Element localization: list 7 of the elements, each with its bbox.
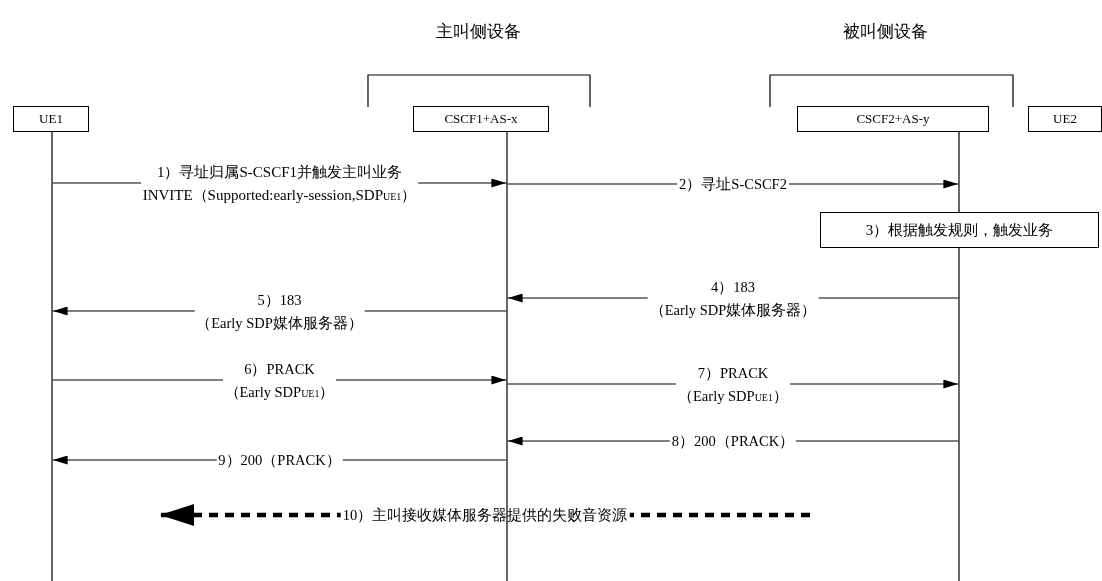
participant-box: CSCF1+AS-x bbox=[413, 106, 549, 132]
group-heading: 主叫侧设备 bbox=[435, 21, 521, 43]
note-box: 3）根据触发规则，触发业务 bbox=[820, 212, 1099, 248]
group-heading: 被叫侧设备 bbox=[842, 21, 928, 43]
participant-box: CSCF2+AS-y bbox=[797, 106, 989, 132]
participant-box: UE1 bbox=[13, 106, 89, 132]
participant-box: UE2 bbox=[1028, 106, 1102, 132]
